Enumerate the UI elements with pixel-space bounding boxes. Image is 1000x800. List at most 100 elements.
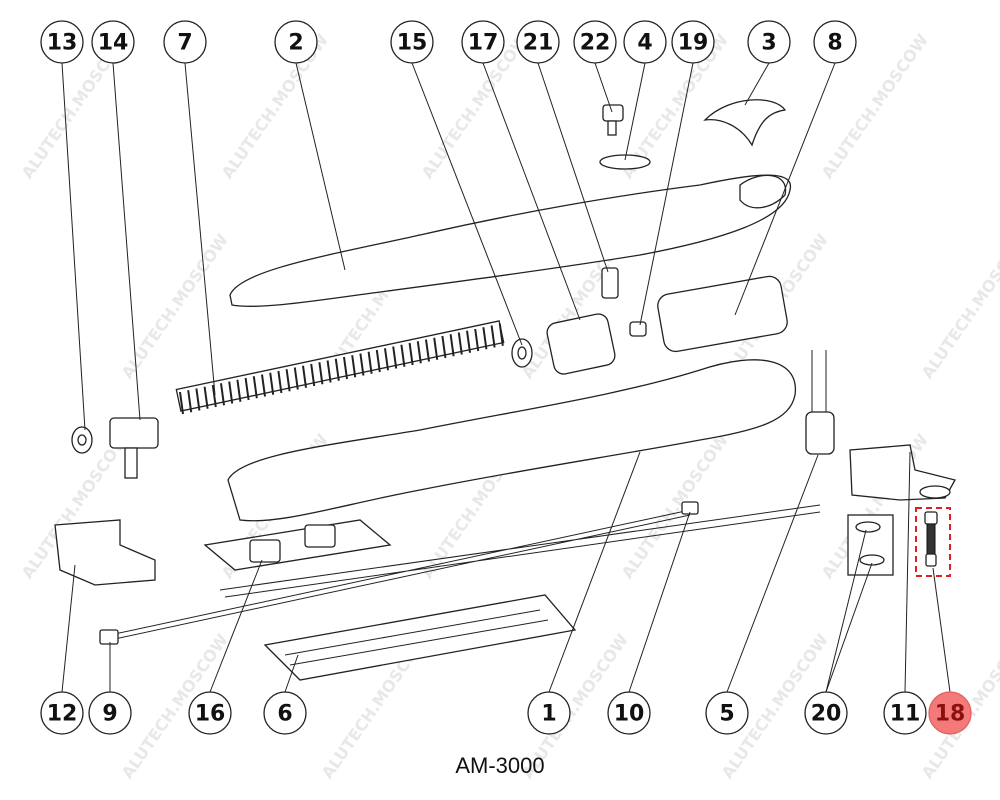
highlight-box [915, 507, 951, 577]
callout-circle [671, 20, 715, 64]
leader-20 [825, 562, 873, 693]
callout-10[interactable]: 10 [607, 691, 651, 735]
callout-circle [461, 20, 505, 64]
model-caption: AM-3000 [455, 753, 545, 778]
rear-bracket [54, 519, 156, 586]
callout-label: 7 [177, 31, 192, 56]
leader-11 [904, 451, 911, 693]
profiles [284, 609, 549, 666]
callout-22[interactable]: 22 [573, 20, 617, 64]
callout-circle [163, 20, 207, 64]
callout-20[interactable]: 20 [804, 691, 848, 735]
callout-circle [40, 691, 84, 735]
callout-label: 21 [523, 31, 554, 56]
callout-circle [623, 20, 667, 64]
leader-20 [825, 529, 867, 693]
leader-13 [61, 62, 86, 431]
callout-19[interactable]: 19 [671, 20, 715, 64]
leader-1 [548, 451, 641, 693]
callout-circle [813, 20, 857, 64]
callout-circle [573, 20, 617, 64]
callouts: 13 14 7 2 15 17 21 22 4 19 3 8 12 9 16 6 1 10 5 20 11 18 [40, 20, 972, 735]
board-plate [203, 519, 392, 571]
callout-circle [883, 691, 927, 735]
callout-6[interactable]: 6 [263, 691, 307, 735]
worm-thread [179, 323, 504, 415]
sensor-part [601, 267, 619, 299]
callout-21[interactable]: 21 [516, 20, 560, 64]
callout-label: 9 [102, 702, 117, 727]
gear-part [546, 313, 616, 375]
callout-label: 15 [397, 31, 428, 56]
watermark-text: ALUTECH.MOSCOW [618, 430, 732, 582]
bolt-part [926, 523, 936, 555]
callout-circle [263, 691, 307, 735]
leader-8 [734, 62, 836, 316]
leader-7 [184, 62, 216, 396]
leader-2 [295, 62, 346, 271]
callout-15[interactable]: 15 [390, 20, 434, 64]
key-part [602, 104, 624, 122]
callout-4[interactable]: 4 [623, 20, 667, 64]
leader-14 [112, 62, 141, 421]
upper-housing [229, 174, 792, 307]
callout-circle [390, 20, 434, 64]
leader-16 [209, 559, 263, 693]
callout-label: 13 [47, 31, 78, 56]
callout-label: 20 [811, 702, 842, 727]
callout-1[interactable]: 1 [527, 691, 571, 735]
motor-part [657, 275, 788, 353]
callout-7[interactable]: 7 [163, 20, 207, 64]
lower-housing [227, 359, 796, 522]
leader-4 [624, 62, 646, 161]
callout-2[interactable]: 2 [274, 20, 318, 64]
callout-5[interactable]: 5 [705, 691, 749, 735]
callout-label: 5 [719, 702, 734, 727]
leader-18 [932, 567, 951, 693]
front-bracket-eye [919, 485, 951, 499]
bolt-nut [925, 553, 937, 567]
leader-21 [537, 62, 609, 273]
profile-plate [263, 594, 577, 681]
watermark-text: ALUTECH.MOSCOW [218, 30, 332, 182]
callout-label: 8 [827, 31, 842, 56]
callout-label: 10 [614, 702, 645, 727]
callout-8[interactable]: 8 [813, 20, 857, 64]
watermark-text: ALUTECH.MOSCOW [118, 230, 232, 382]
callout-circle [88, 691, 132, 735]
coupling-part [629, 321, 647, 337]
leader-lines [61, 62, 951, 693]
callout-circle [274, 20, 318, 64]
leader-15 [411, 62, 523, 346]
cover-part [703, 99, 787, 147]
callout-circle [607, 691, 651, 735]
callout-label: 3 [761, 31, 776, 56]
callout-12[interactable]: 12 [40, 691, 84, 735]
leader-12 [61, 564, 76, 693]
callout-label: 18 [935, 702, 966, 727]
callout-label: 4 [637, 31, 652, 56]
callout-17[interactable]: 17 [461, 20, 505, 64]
callout-13[interactable]: 13 [40, 20, 84, 64]
leader-6 [284, 654, 299, 693]
callout-circle [527, 691, 571, 735]
callout-11[interactable]: 11 [883, 691, 927, 735]
capacitor-part [805, 411, 835, 455]
leader-10 [628, 511, 691, 693]
watermark-text: ALUTECH.MOSCOW [918, 230, 1000, 382]
worm-screw [175, 320, 505, 412]
callout-circle [516, 20, 560, 64]
callout-9[interactable]: 9 [88, 691, 132, 735]
parts [54, 99, 956, 681]
callout-16[interactable]: 16 [188, 691, 232, 735]
callout-14[interactable]: 14 [91, 20, 135, 64]
callout-3[interactable]: 3 [747, 20, 791, 64]
callout-circle [91, 20, 135, 64]
key-shaft [607, 120, 617, 136]
callout-circle [188, 691, 232, 735]
callout-label: 2 [288, 31, 303, 56]
callout-18[interactable]: 18 [928, 691, 972, 735]
bearing-bore [517, 346, 527, 360]
leader-19 [639, 62, 694, 326]
